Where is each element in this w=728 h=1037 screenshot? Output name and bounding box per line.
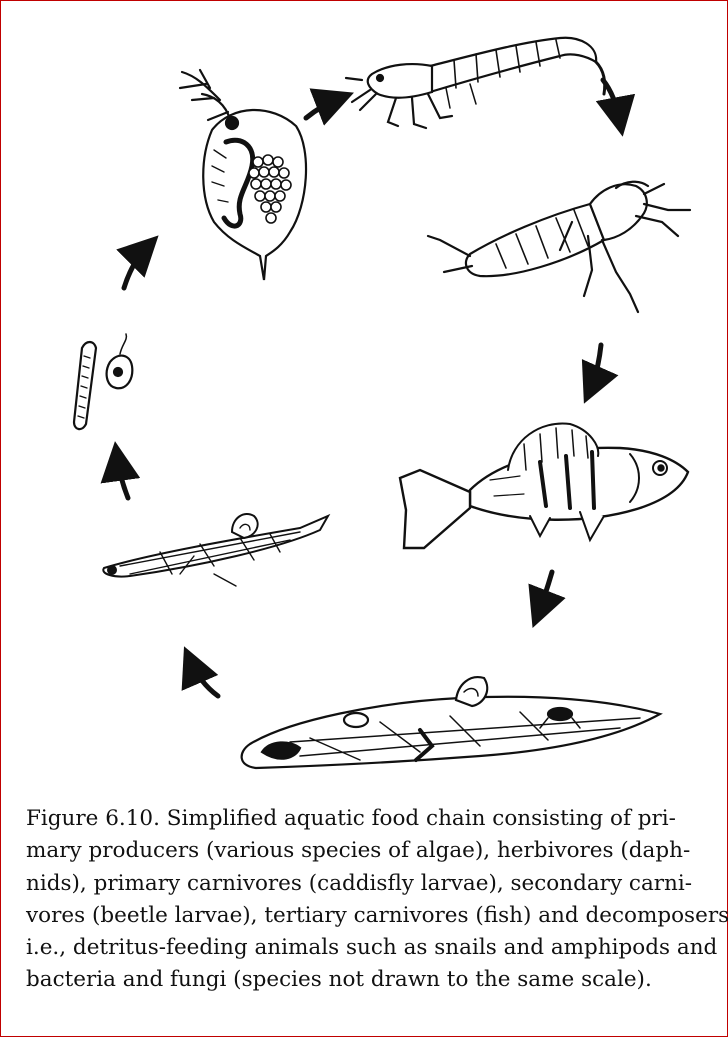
arrow-fish-to-decomposers	[538, 572, 552, 614]
caption-line: i.e., detritus-feeding animals such as s…	[26, 932, 716, 964]
decomposers-illustration	[242, 677, 660, 768]
caption-line: Figure 6.10. Simplified aquatic food cha…	[26, 803, 716, 835]
arrow-detritus-to-algae	[117, 456, 128, 498]
arrow-daphnia-to-caddisfly	[306, 98, 340, 118]
arrow-algae-to-daphnia	[124, 246, 148, 288]
arrow-beetle-to-fish	[590, 345, 601, 390]
detritus-illustration	[103, 514, 328, 586]
daphnia-illustration	[180, 70, 306, 280]
cycle-arrows	[117, 80, 620, 696]
figure-caption: Figure 6.10. Simplified aquatic food cha…	[26, 803, 716, 997]
food-chain-diagram	[0, 0, 728, 800]
arrow-decomposers-to-detritus	[190, 660, 218, 696]
caddisfly-larva-illustration	[346, 38, 605, 128]
caption-line: bacteria and fungi (species not drawn to…	[26, 964, 716, 996]
caption-line: vores (beetle larvae), tertiary carnivor…	[26, 900, 716, 932]
caption-line: nids), primary carnivores (caddisfly lar…	[26, 868, 716, 900]
caption-line: mary producers (various species of algae…	[26, 835, 716, 867]
beetle-larva-illustration	[428, 182, 690, 312]
algae-illustration	[74, 334, 132, 429]
fish-illustration	[400, 423, 688, 548]
